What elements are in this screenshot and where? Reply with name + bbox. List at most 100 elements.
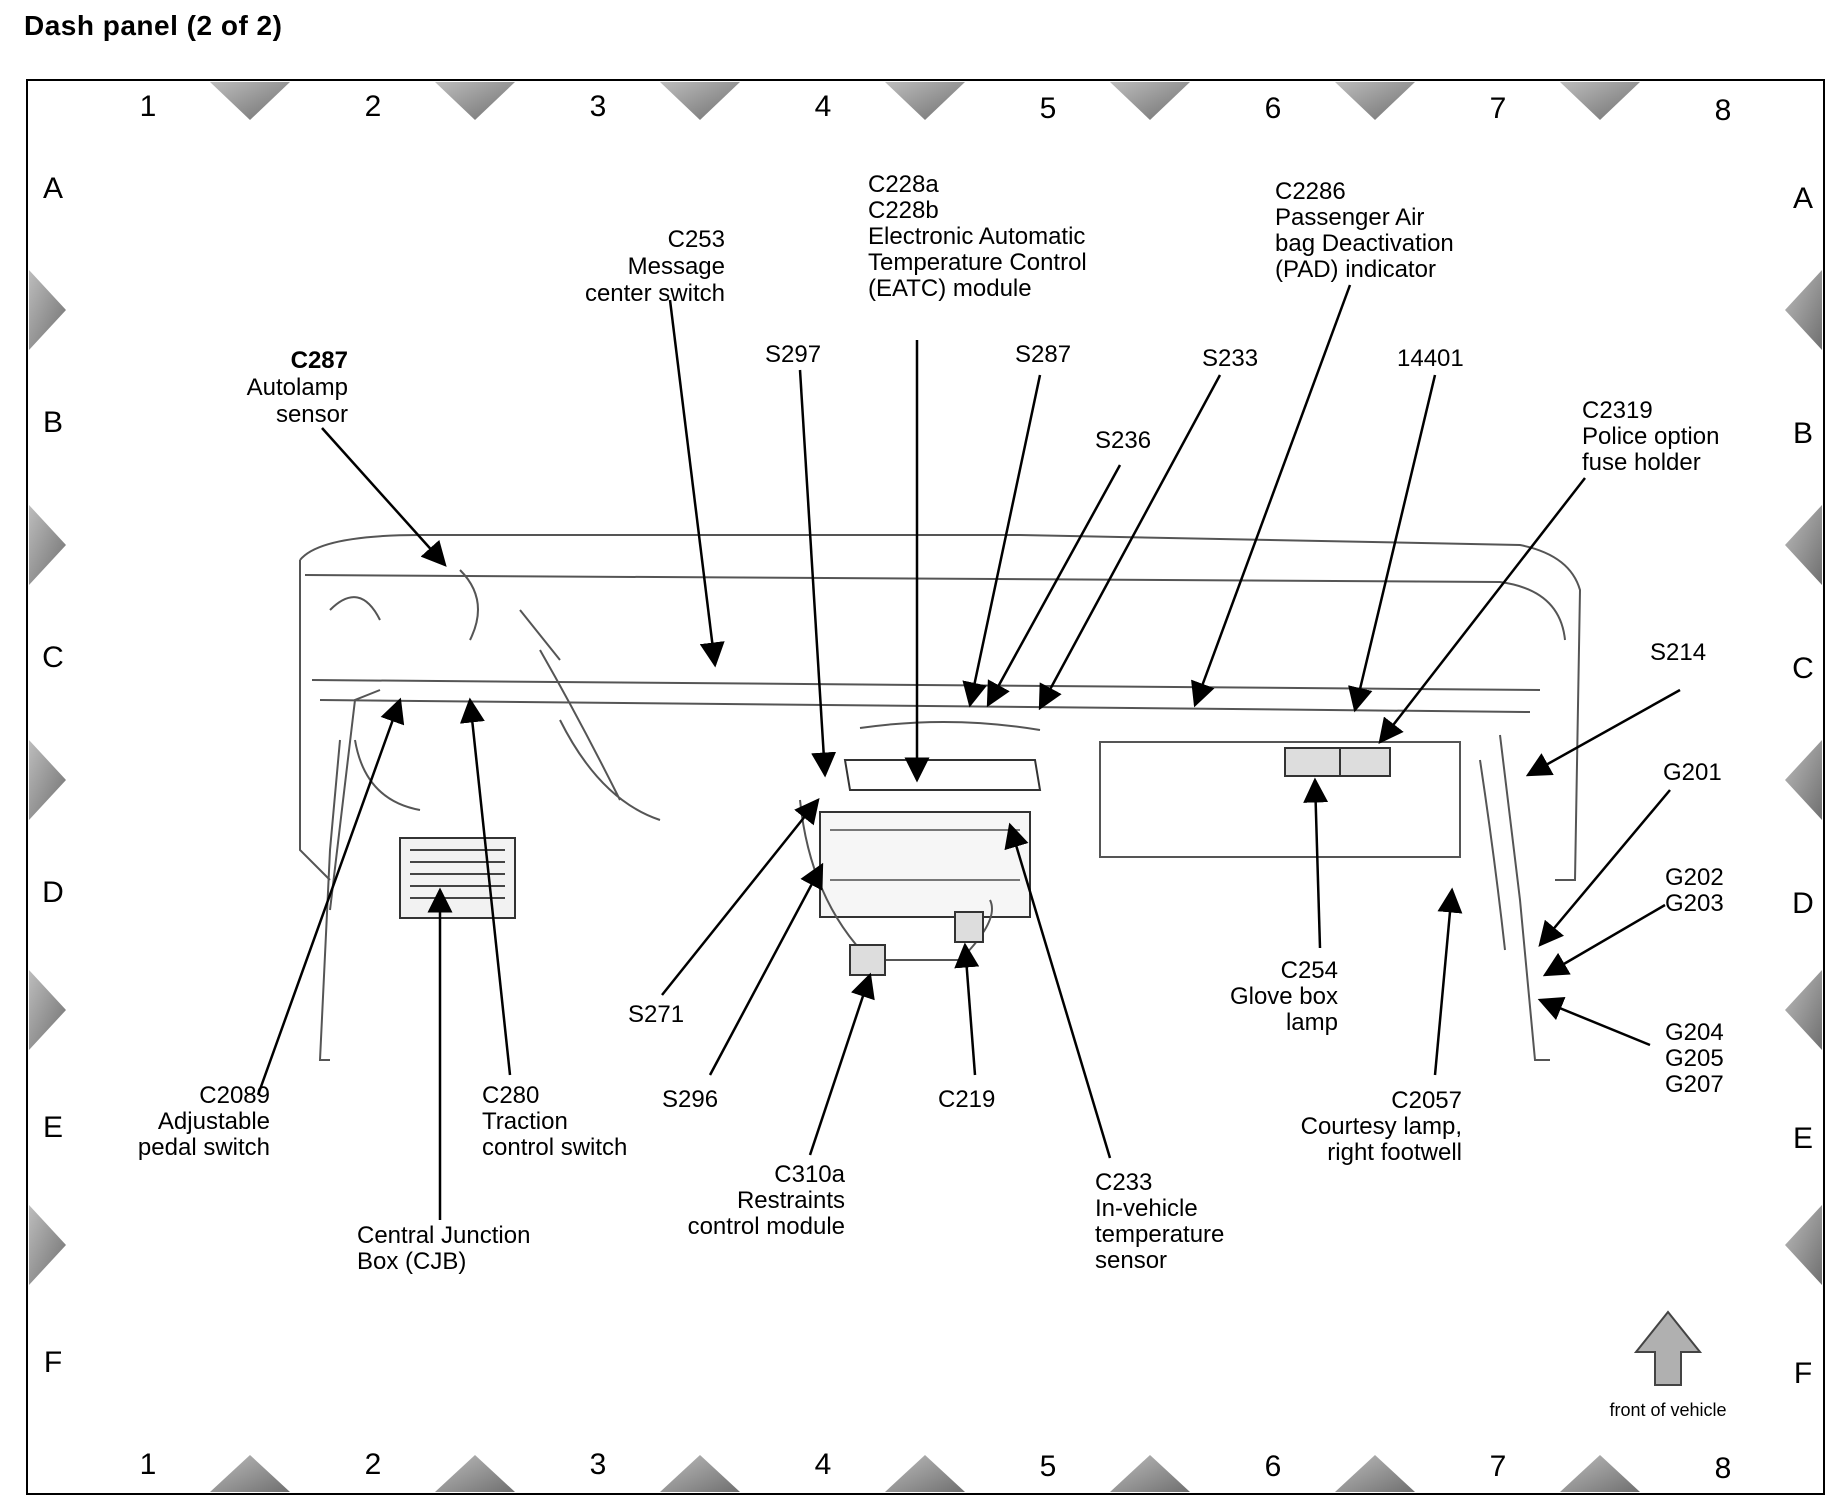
svg-text:sensor: sensor	[1095, 1247, 1167, 1274]
svg-text:8: 8	[1715, 94, 1732, 127]
svg-text:right footwell: right footwell	[1327, 1139, 1462, 1166]
callout-s214: S214	[1650, 639, 1706, 666]
callout-g202: G202 G203	[1665, 864, 1724, 917]
svg-text:C2057: C2057	[1391, 1087, 1462, 1114]
svg-text:B: B	[43, 406, 63, 439]
svg-text:8: 8	[1715, 1452, 1732, 1485]
svg-text:4: 4	[815, 1448, 832, 1481]
svg-text:C228b: C228b	[868, 197, 939, 224]
svg-text:C287: C287	[291, 347, 348, 374]
callout-s287: S287	[1015, 341, 1071, 368]
callout-c253: C253 Message center switch	[585, 226, 725, 307]
callout-c2057: C2057 Courtesy lamp, right footwell	[1301, 1087, 1462, 1166]
svg-text:Traction: Traction	[482, 1108, 568, 1135]
svg-text:lamp: lamp	[1286, 1009, 1338, 1036]
svg-text:C2286: C2286	[1275, 178, 1346, 205]
svg-text:fuse holder: fuse holder	[1582, 449, 1701, 476]
svg-text:G205: G205	[1665, 1045, 1724, 1072]
svg-text:In-vehicle: In-vehicle	[1095, 1195, 1198, 1222]
svg-text:3: 3	[590, 90, 607, 123]
svg-text:5: 5	[1040, 1450, 1057, 1483]
callout-c280: C280 Traction control switch	[482, 1082, 627, 1161]
svg-text:Electronic Automatic: Electronic Automatic	[868, 223, 1085, 250]
callout-c287: C287 Autolamp sensor	[247, 347, 348, 428]
svg-text:E: E	[1793, 1122, 1813, 1155]
svg-text:Box (CJB): Box (CJB)	[357, 1248, 466, 1275]
callout-c2089: C2089 Adjustable pedal switch	[138, 1082, 270, 1161]
svg-text:center switch: center switch	[585, 280, 725, 307]
svg-text:G202: G202	[1665, 864, 1724, 891]
svg-text:C: C	[1792, 652, 1814, 685]
front-of-vehicle-label: front of vehicle	[1609, 1400, 1726, 1420]
svg-text:C: C	[42, 641, 64, 674]
callout-s296: S296	[662, 1086, 718, 1113]
grid-column-labels-bottom: 1 2 3 4 5 6 7 8	[140, 1448, 1732, 1485]
callout-c228: C228a C228b Electronic Automatic Tempera…	[868, 171, 1087, 302]
svg-text:Courtesy lamp,: Courtesy lamp,	[1301, 1113, 1462, 1140]
svg-text:Central Junction: Central Junction	[357, 1222, 530, 1249]
callout-s297: S297	[765, 341, 821, 368]
callout-c2319: C2319 Police option fuse holder	[1582, 397, 1719, 476]
svg-text:control module: control module	[688, 1213, 845, 1240]
svg-text:control switch: control switch	[482, 1134, 627, 1161]
svg-text:(EATC) module: (EATC) module	[868, 275, 1032, 302]
grid-row-labels-right: A B C D E F	[1792, 182, 1814, 1390]
svg-text:Police option: Police option	[1582, 423, 1719, 450]
callout-c233: C233 In-vehicle temperature sensor	[1095, 1169, 1224, 1274]
callout-c254: C254 Glove box lamp	[1230, 957, 1338, 1036]
svg-text:temperature: temperature	[1095, 1221, 1224, 1248]
svg-text:7: 7	[1490, 1450, 1507, 1483]
svg-text:Glove box: Glove box	[1230, 983, 1338, 1010]
callout-14401: 14401	[1397, 345, 1464, 372]
svg-text:(PAD) indicator: (PAD) indicator	[1275, 256, 1436, 283]
front-of-vehicle-arrow: front of vehicle	[1609, 1310, 1727, 1420]
page-title: Dash panel (2 of 2)	[24, 10, 283, 41]
svg-text:4: 4	[815, 90, 832, 123]
svg-text:C310a: C310a	[774, 1161, 845, 1188]
svg-text:D: D	[1792, 887, 1814, 920]
svg-text:G203: G203	[1665, 890, 1724, 917]
leader-lines	[256, 284, 1681, 1220]
svg-text:C228a: C228a	[868, 171, 939, 198]
border-frame	[26, 79, 1825, 1495]
dash-panel-drawing	[299, 534, 1582, 1061]
callout-c310a: C310a Restraints control module	[688, 1161, 846, 1240]
svg-text:Passenger Air: Passenger Air	[1275, 204, 1424, 231]
svg-text:G207: G207	[1665, 1071, 1724, 1098]
svg-text:2: 2	[365, 1448, 382, 1481]
svg-text:1: 1	[140, 1448, 157, 1481]
svg-text:D: D	[42, 876, 64, 909]
grid-markers-left	[29, 270, 66, 1285]
svg-text:F: F	[44, 1346, 62, 1379]
svg-text:C280: C280	[482, 1082, 539, 1109]
svg-text:E: E	[43, 1111, 63, 1144]
svg-text:bag Deactivation: bag Deactivation	[1275, 230, 1454, 257]
callout-cjb: Central Junction Box (CJB)	[357, 1222, 530, 1275]
callout-c219: C219	[938, 1086, 995, 1113]
svg-text:Restraints: Restraints	[737, 1187, 845, 1214]
svg-text:Temperature Control: Temperature Control	[868, 249, 1087, 276]
callout-s236: S236	[1095, 427, 1151, 454]
svg-text:C233: C233	[1095, 1169, 1152, 1196]
svg-text:C2319: C2319	[1582, 397, 1653, 424]
svg-text:6: 6	[1265, 92, 1282, 125]
svg-text:1: 1	[140, 90, 157, 123]
callout-s233: S233	[1202, 345, 1258, 372]
svg-text:C254: C254	[1281, 957, 1338, 984]
svg-text:C2089: C2089	[199, 1082, 270, 1109]
svg-text:G204: G204	[1665, 1019, 1724, 1046]
callout-s271: S271	[628, 1001, 684, 1028]
callout-g201: G201	[1663, 759, 1722, 786]
svg-text:B: B	[1793, 417, 1813, 450]
svg-text:A: A	[1793, 182, 1813, 215]
grid-markers-right	[1785, 270, 1822, 1285]
svg-text:Autolamp: Autolamp	[247, 374, 348, 401]
svg-text:5: 5	[1040, 92, 1057, 125]
svg-text:3: 3	[590, 1448, 607, 1481]
svg-text:C253: C253	[668, 226, 725, 253]
grid-markers-top	[210, 82, 1640, 120]
grid-column-labels-top: 1 2 3 4 5 6 7 8	[140, 90, 1732, 127]
grid-markers-bottom	[210, 1455, 1640, 1492]
callout-c2286: C2286 Passenger Air bag Deactivation (PA…	[1275, 178, 1454, 283]
